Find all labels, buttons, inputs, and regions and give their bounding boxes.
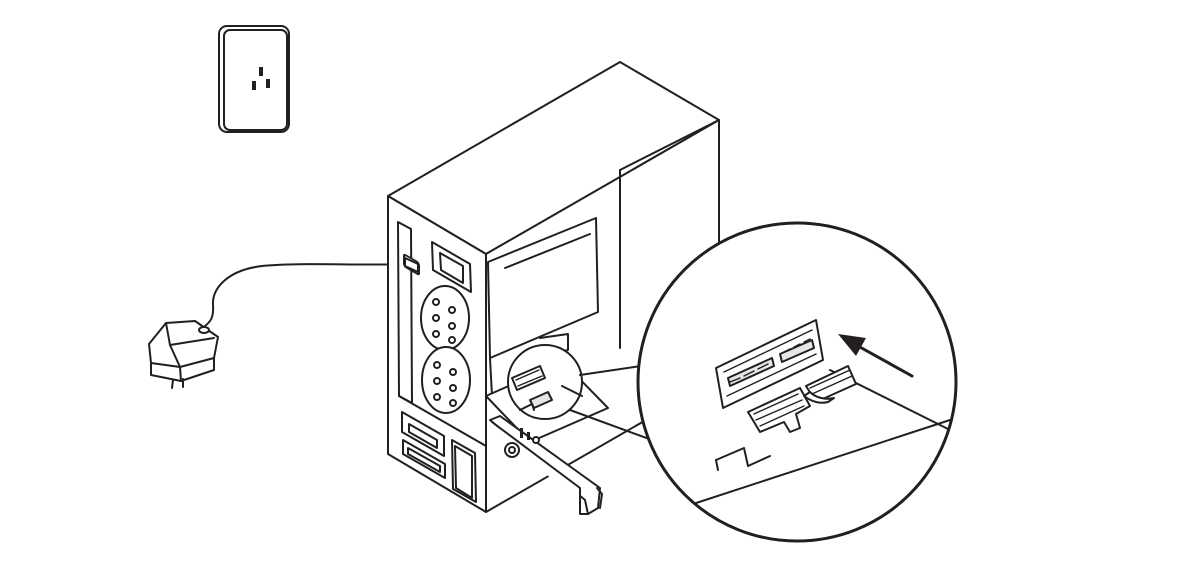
insert-arrow-icon [838, 334, 914, 378]
pc-tower-icon [387, 61, 720, 513]
fan-vent-dots [432, 298, 457, 407]
magnifier-small-circle [507, 344, 583, 420]
magnifier-callout [636, 221, 958, 543]
slot-pins [723, 329, 817, 397]
wall-outlet-icon [218, 25, 290, 133]
power-adapter-icon [148, 320, 219, 389]
pcie-slot-closeup-icon [689, 319, 951, 506]
power-cable [204, 263, 408, 327]
